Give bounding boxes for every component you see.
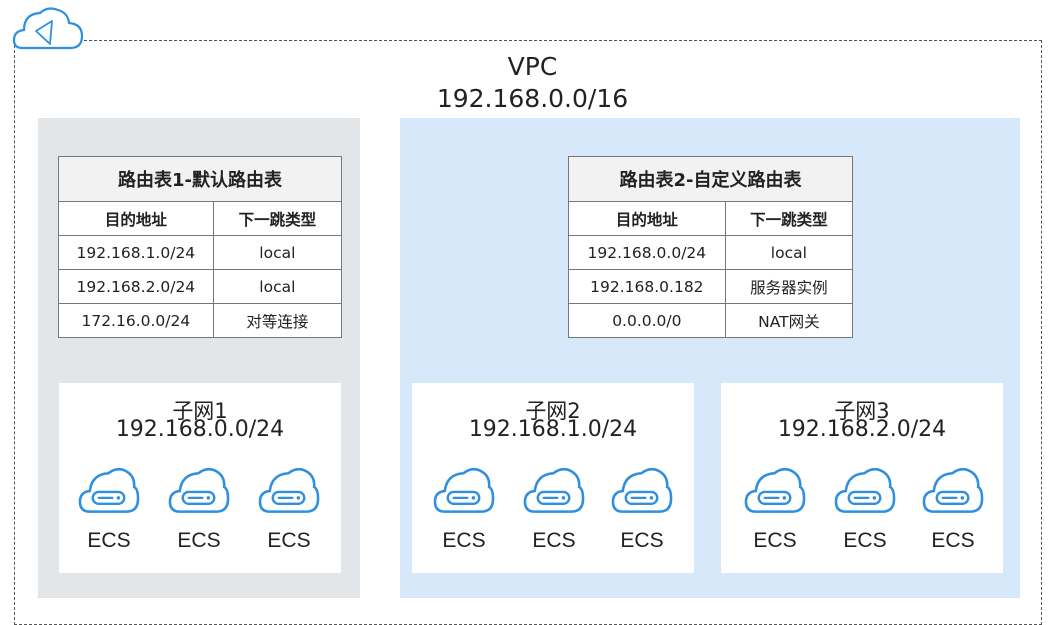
- ecs-label: ECS: [442, 529, 486, 552]
- ecs-instance: ECS: [73, 461, 145, 553]
- ecs-label: ECS: [843, 529, 887, 552]
- ecs-label: ECS: [620, 529, 664, 552]
- ecs-instance: ECS: [518, 461, 590, 553]
- subnet-name: 子网2: [525, 399, 581, 423]
- ecs-label: ECS: [267, 529, 311, 552]
- destination-cell: 192.168.2.0/24: [58, 269, 214, 304]
- table-row: 192.168.2.0/24 local: [58, 269, 343, 304]
- table-row: 192.168.0.182 服务器实例: [568, 269, 854, 304]
- route-table-custom: 路由表2-自定义路由表 目的地址 下一跳类型 192.168.0.0/24 lo…: [568, 156, 854, 338]
- table-row: 192.168.0.0/24 local: [568, 235, 854, 270]
- ecs-cloud-server-icon: [523, 467, 585, 513]
- subnet-1: 子网1 192.168.0.0/24 ECS ECS ECS: [59, 383, 341, 573]
- table-row: 192.168.1.0/24 local: [58, 235, 343, 270]
- subnet-cidr: 192.168.0.0/24: [115, 417, 285, 442]
- next-hop-cell: 服务器实例: [724, 269, 854, 304]
- table-row: 0.0.0.0/0 NAT网关: [568, 303, 854, 338]
- column-header-destination: 目的地址: [58, 201, 214, 236]
- ecs-instance: ECS: [606, 461, 678, 553]
- vpc-name: VPC: [507, 52, 558, 81]
- destination-cell: 192.168.1.0/24: [58, 235, 214, 270]
- next-hop-cell: local: [212, 269, 343, 304]
- column-header-next-hop: 下一跳类型: [212, 201, 343, 236]
- next-hop-cell: 对等连接: [212, 303, 343, 338]
- next-hop-cell: local: [212, 235, 343, 270]
- ecs-label: ECS: [532, 529, 576, 552]
- ecs-instance: ECS: [428, 461, 500, 553]
- route-table-title: 路由表2-自定义路由表: [568, 156, 853, 202]
- subnet-name: 子网3: [834, 399, 890, 423]
- next-hop-cell: NAT网关: [724, 303, 854, 338]
- cloud-icon: [12, 7, 84, 50]
- route-table-default: 路由表1-默认路由表 目的地址 下一跳类型 192.168.1.0/24 loc…: [58, 156, 343, 338]
- subnet-2: 子网2 192.168.1.0/24 ECS ECS ECS: [412, 383, 694, 573]
- ecs-instance: ECS: [739, 461, 811, 553]
- destination-cell: 192.168.0.182: [568, 269, 726, 304]
- subnet-3: 子网3 192.168.2.0/24 ECS ECS ECS: [721, 383, 1003, 573]
- ecs-instance: ECS: [163, 461, 235, 553]
- ecs-label: ECS: [177, 529, 221, 552]
- ecs-cloud-server-icon: [922, 467, 984, 513]
- ecs-cloud-server-icon: [433, 467, 495, 513]
- column-header-next-hop: 下一跳类型: [724, 201, 854, 236]
- ecs-cloud-server-icon: [168, 467, 230, 513]
- next-hop-cell: local: [724, 235, 854, 270]
- destination-cell: 0.0.0.0/0: [568, 303, 726, 338]
- ecs-instance: ECS: [829, 461, 901, 553]
- subnet-cidr: 192.168.1.0/24: [468, 417, 638, 442]
- destination-cell: 192.168.0.0/24: [568, 235, 726, 270]
- route-table-title: 路由表1-默认路由表: [58, 156, 342, 202]
- subnet-cidr: 192.168.2.0/24: [777, 417, 947, 442]
- ecs-label: ECS: [753, 529, 797, 552]
- ecs-cloud-server-icon: [78, 467, 140, 513]
- subnet-name: 子网1: [172, 399, 228, 423]
- vpc-cidr: 192.168.0.0/16: [436, 84, 629, 113]
- ecs-cloud-server-icon: [834, 467, 896, 513]
- ecs-cloud-server-icon: [744, 467, 806, 513]
- ecs-cloud-server-icon: [611, 467, 673, 513]
- ecs-label: ECS: [931, 529, 975, 552]
- table-row: 172.16.0.0/24 对等连接: [58, 303, 343, 338]
- ecs-instance: ECS: [917, 461, 989, 553]
- ecs-label: ECS: [87, 529, 131, 552]
- ecs-cloud-server-icon: [258, 467, 320, 513]
- column-header-destination: 目的地址: [568, 201, 726, 236]
- destination-cell: 172.16.0.0/24: [58, 303, 214, 338]
- ecs-instance: ECS: [253, 461, 325, 553]
